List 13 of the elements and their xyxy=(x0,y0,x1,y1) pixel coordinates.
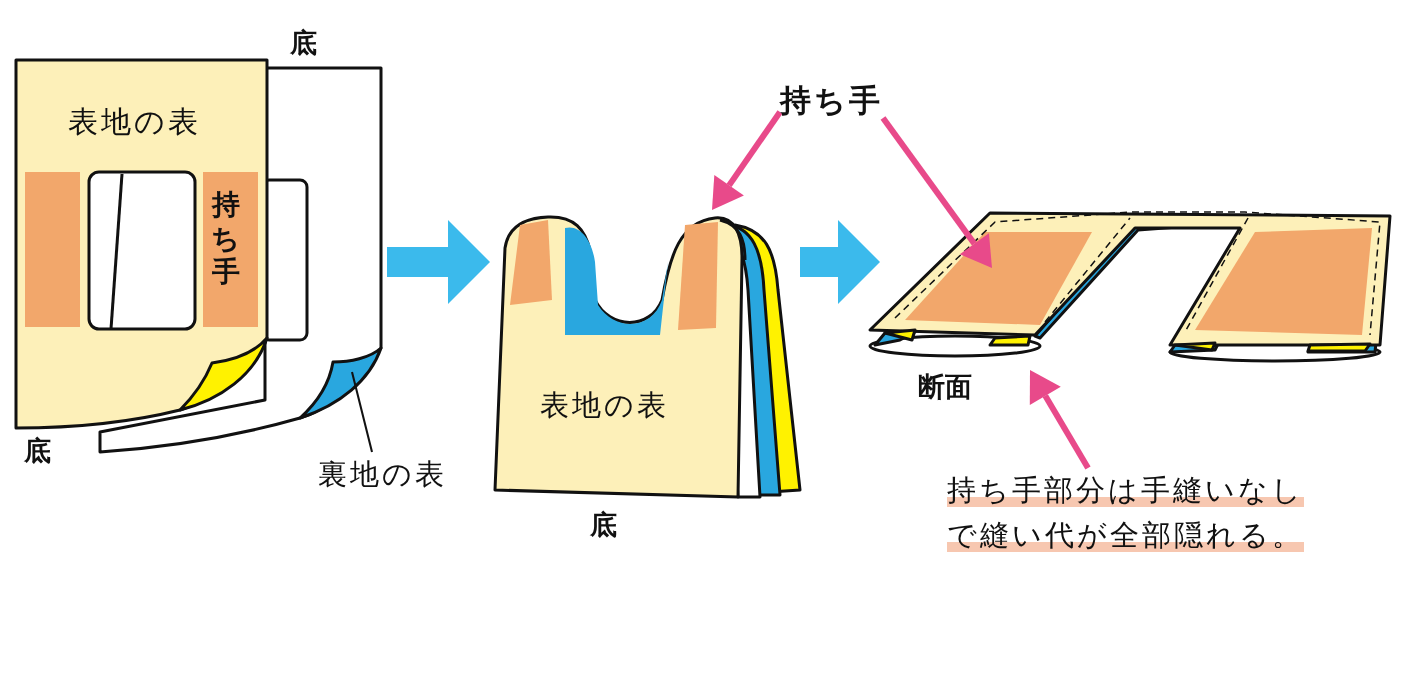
part-label: 底 xyxy=(24,436,51,466)
arrow xyxy=(1029,370,1091,470)
leader-line xyxy=(351,371,373,453)
part-label: 持ち手 xyxy=(211,188,241,289)
callout-label: 持ち手 xyxy=(780,76,883,125)
part-label: 表地の表 xyxy=(540,390,669,422)
callout-label: 裏地の表 xyxy=(318,452,447,497)
arrow xyxy=(387,220,490,304)
part-label: 断面 xyxy=(918,372,972,402)
part-label: 表地の表 xyxy=(68,105,201,138)
arrow xyxy=(712,110,783,210)
arrow xyxy=(880,116,992,268)
arrow xyxy=(800,220,880,304)
